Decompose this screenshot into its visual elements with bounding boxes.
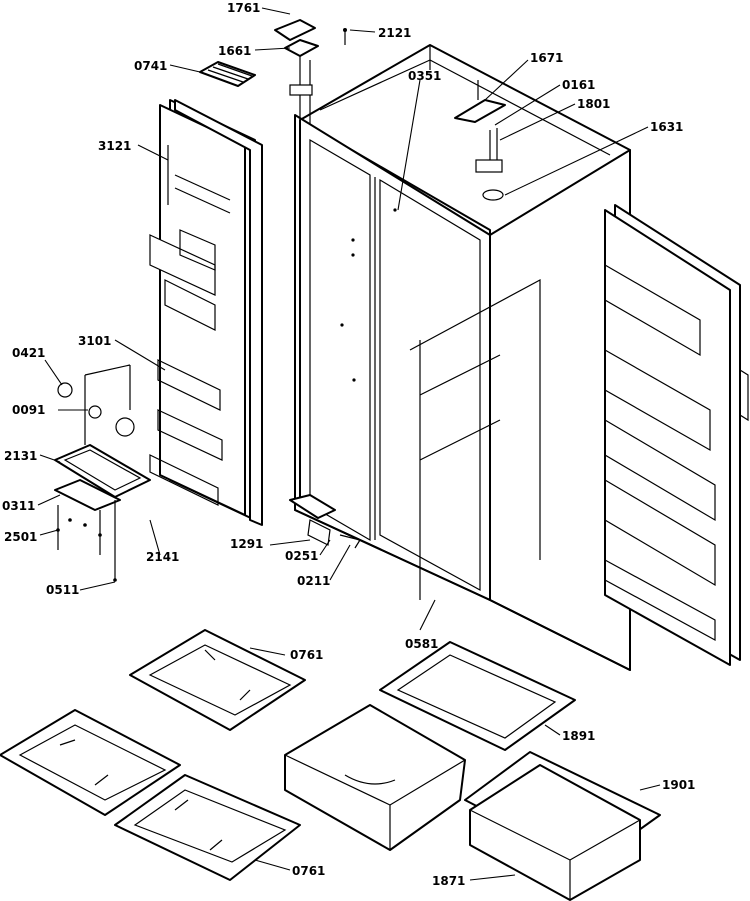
part-labels: 1761 2121 1661 0741 1671 0161 1801 1631 … (2, 1, 695, 888)
freezer-door (149, 99, 263, 526)
label-0211: 0211 (297, 574, 330, 588)
label-1901: 1901 (662, 778, 695, 792)
crisper-drawer-lower (469, 764, 641, 901)
label-0741: 0741 (134, 59, 167, 73)
label-0761-lower: 0761 (292, 864, 325, 878)
crisper-cover (379, 641, 576, 751)
label-0761-upper: 0761 (290, 648, 323, 662)
label-1631: 1631 (650, 120, 683, 134)
leader-lines (37, 7, 661, 881)
label-3101: 3101 (78, 334, 111, 348)
label-3121: 3121 (98, 139, 131, 153)
crisper-drawer-upper (284, 704, 466, 851)
grille (199, 61, 256, 87)
glass-shelf-left (0, 709, 181, 816)
label-1891: 1891 (562, 729, 595, 743)
label-1671: 1671 (530, 51, 563, 65)
label-0161: 0161 (562, 78, 595, 92)
label-0351: 0351 (408, 69, 441, 83)
glass-shelf-lower (114, 774, 301, 881)
label-0251: 0251 (285, 549, 318, 563)
label-0311: 0311 (2, 499, 35, 513)
light-assembly (54, 364, 151, 582)
top-hinge-right (454, 80, 506, 201)
cabinet (294, 44, 631, 671)
label-1801: 1801 (577, 97, 610, 111)
label-1871: 1871 (432, 874, 465, 888)
label-0511: 0511 (46, 583, 79, 597)
label-1661: 1661 (218, 44, 251, 58)
glass-shelf-upper (129, 629, 306, 731)
label-0091: 0091 (12, 403, 45, 417)
top-hinge-left (274, 19, 347, 125)
label-2121: 2121 (378, 26, 411, 40)
label-1761: 1761 (227, 1, 260, 15)
label-2501: 2501 (4, 530, 37, 544)
label-0581: 0581 (405, 637, 438, 651)
refrigerator-door (604, 204, 749, 666)
label-2131: 2131 (4, 449, 37, 463)
bottom-hinge (289, 494, 361, 549)
label-2141: 2141 (146, 550, 179, 564)
label-1291: 1291 (230, 537, 263, 551)
label-0421: 0421 (12, 346, 45, 360)
